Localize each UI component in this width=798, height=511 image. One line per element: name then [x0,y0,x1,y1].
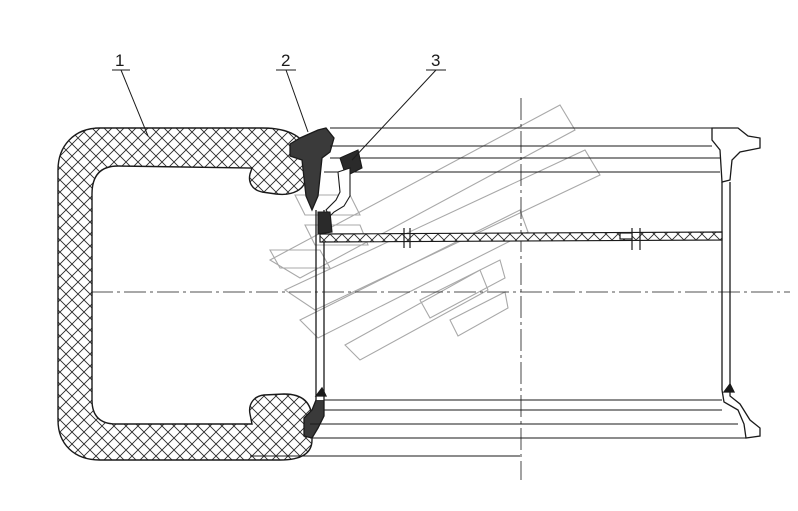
centerlines [58,98,790,480]
wheel-rim [289,127,761,439]
wheel-disc [319,228,723,250]
callout-label-1: 1 [115,51,124,70]
valve-stem [317,149,363,235]
rim-seat-lines [250,127,746,457]
tire-section [57,127,313,461]
callout-label-3: 3 [431,51,440,70]
leader-lines [112,69,446,161]
brand-logo-watermark [268,104,601,361]
callout-label-2: 2 [281,51,290,70]
